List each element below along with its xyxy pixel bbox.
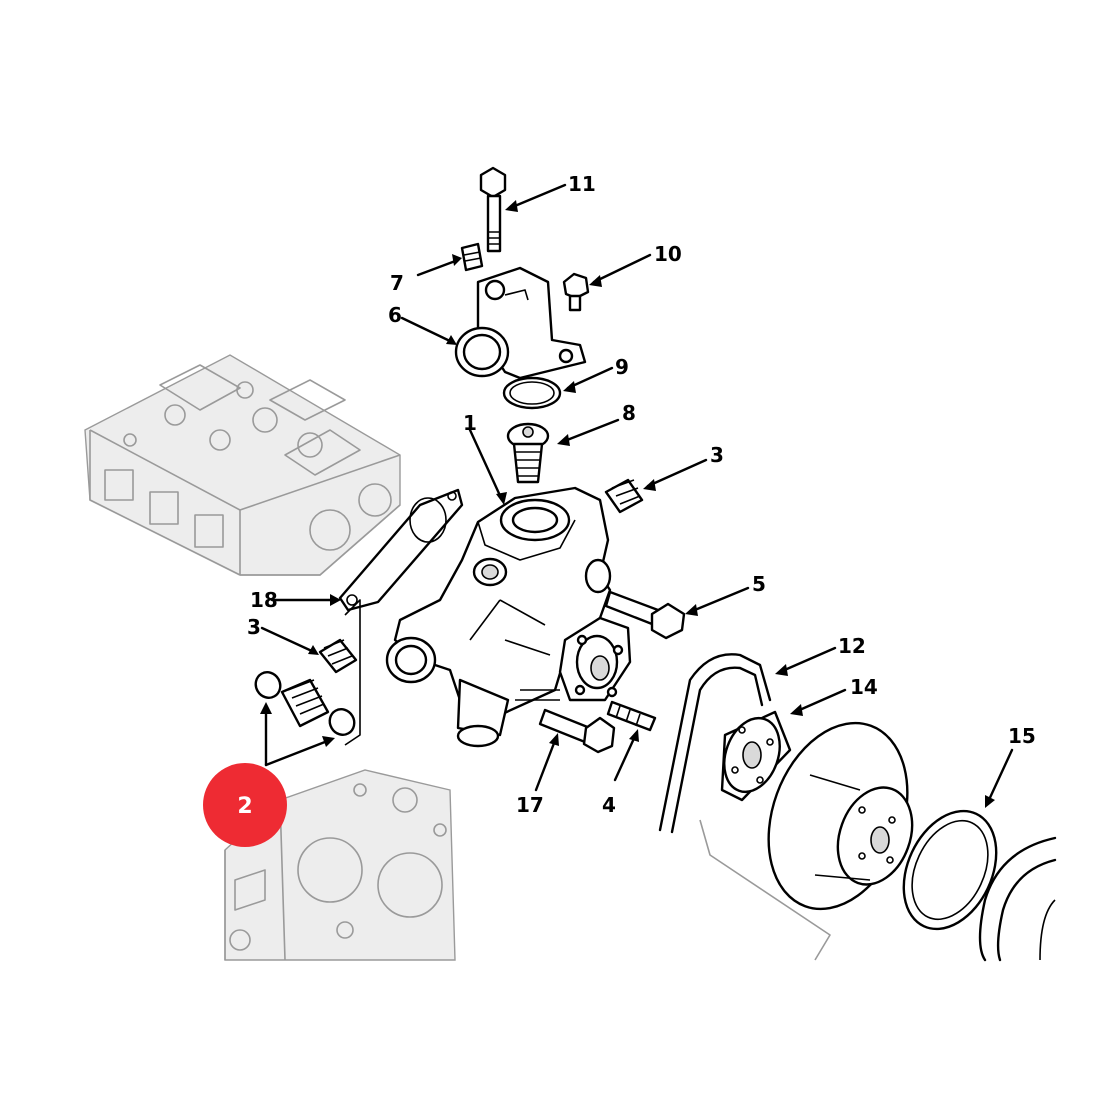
water-pump-1[interactable] <box>385 486 632 748</box>
badge-label: 2 <box>237 794 252 819</box>
callout-4: 4 <box>602 793 616 817</box>
thermostat-8[interactable] <box>506 422 550 484</box>
callout-9: 9 <box>615 355 629 379</box>
fan-belt-12[interactable] <box>658 653 772 834</box>
callout-14: 14 <box>850 675 878 699</box>
callout-3-upper: 3 <box>710 443 724 467</box>
callout-6: 6 <box>388 303 402 327</box>
callout-labels: 11 7 10 6 9 8 1 3 5 18 3 12 14 15 17 4 <box>247 172 1036 817</box>
bolt-17[interactable] <box>538 708 616 754</box>
cooling-fan[interactable] <box>978 836 1057 962</box>
bolt-5[interactable] <box>604 590 686 640</box>
item-2-badge[interactable]: 2 <box>203 763 287 847</box>
callout-17: 17 <box>516 793 544 817</box>
callout-3-lower: 3 <box>247 615 261 639</box>
plug-7[interactable] <box>460 242 484 272</box>
callout-1: 1 <box>463 411 477 435</box>
plug-3-lower[interactable] <box>318 638 358 674</box>
cylinder-head-ghost <box>84 354 401 576</box>
callout-18: 18 <box>250 588 278 612</box>
centerline <box>699 819 831 961</box>
fan-pulley[interactable] <box>744 704 932 929</box>
callout-11: 11 <box>568 172 596 196</box>
gasket-18[interactable] <box>338 488 464 612</box>
o-ring-sleeve-set[interactable] <box>251 668 359 740</box>
callout-15: 15 <box>1008 724 1036 748</box>
plug-3-upper[interactable] <box>604 478 644 514</box>
ring-15[interactable] <box>886 796 1015 944</box>
callout-12: 12 <box>838 634 866 658</box>
callout-7: 7 <box>390 271 404 295</box>
assembly-guide-line <box>344 599 361 746</box>
stud-4[interactable] <box>606 700 657 732</box>
callout-10: 10 <box>654 242 682 266</box>
callout-8: 8 <box>622 401 636 425</box>
spacer-14[interactable] <box>715 710 792 802</box>
callout-5: 5 <box>752 572 766 596</box>
thermostat-cover-6[interactable] <box>454 266 587 380</box>
bolt-11[interactable] <box>479 166 507 253</box>
bolt-10[interactable] <box>562 272 590 312</box>
o-ring-9[interactable] <box>502 376 562 410</box>
leader-arrows <box>260 183 1014 808</box>
badge-circle <box>203 763 287 847</box>
